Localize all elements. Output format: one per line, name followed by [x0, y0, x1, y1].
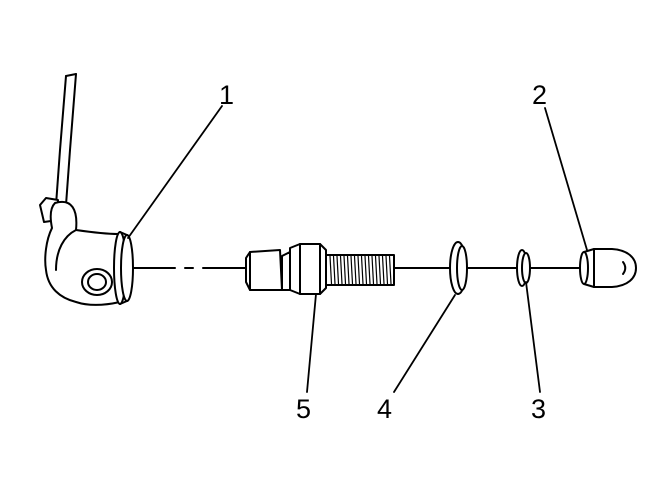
- part-5-thread-lines: [329, 255, 392, 285]
- thread-line: [374, 255, 378, 285]
- thread-line: [339, 255, 343, 285]
- thread-line: [385, 255, 389, 285]
- callout-leader-lines: [127, 105, 588, 393]
- part-2-cap: [579, 248, 637, 288]
- thread-line: [336, 255, 340, 285]
- thread-line: [350, 255, 354, 285]
- thread-line: [353, 255, 357, 285]
- callout-2: 2: [532, 80, 548, 110]
- callout-3: 3: [531, 394, 547, 424]
- callout-4: 4: [377, 394, 393, 424]
- callout-5: 5: [296, 394, 312, 424]
- part-4-washer: [449, 241, 468, 295]
- callout-1: 1: [219, 80, 235, 110]
- part-1-nozzle-housing: [39, 73, 134, 306]
- thread-line: [357, 255, 361, 285]
- thread-line: [346, 255, 350, 285]
- thread-line: [360, 255, 364, 285]
- thread-line: [378, 255, 382, 285]
- thread-line: [329, 255, 333, 285]
- thread-line: [364, 255, 368, 285]
- thread-line: [388, 255, 392, 285]
- thread-line: [371, 255, 375, 285]
- thread-line: [332, 255, 336, 285]
- thread-line: [343, 255, 347, 285]
- part-3-o-ring: [516, 249, 531, 287]
- thread-line: [381, 255, 385, 285]
- part-5-threaded-fitting: [245, 243, 395, 295]
- thread-line: [367, 255, 371, 285]
